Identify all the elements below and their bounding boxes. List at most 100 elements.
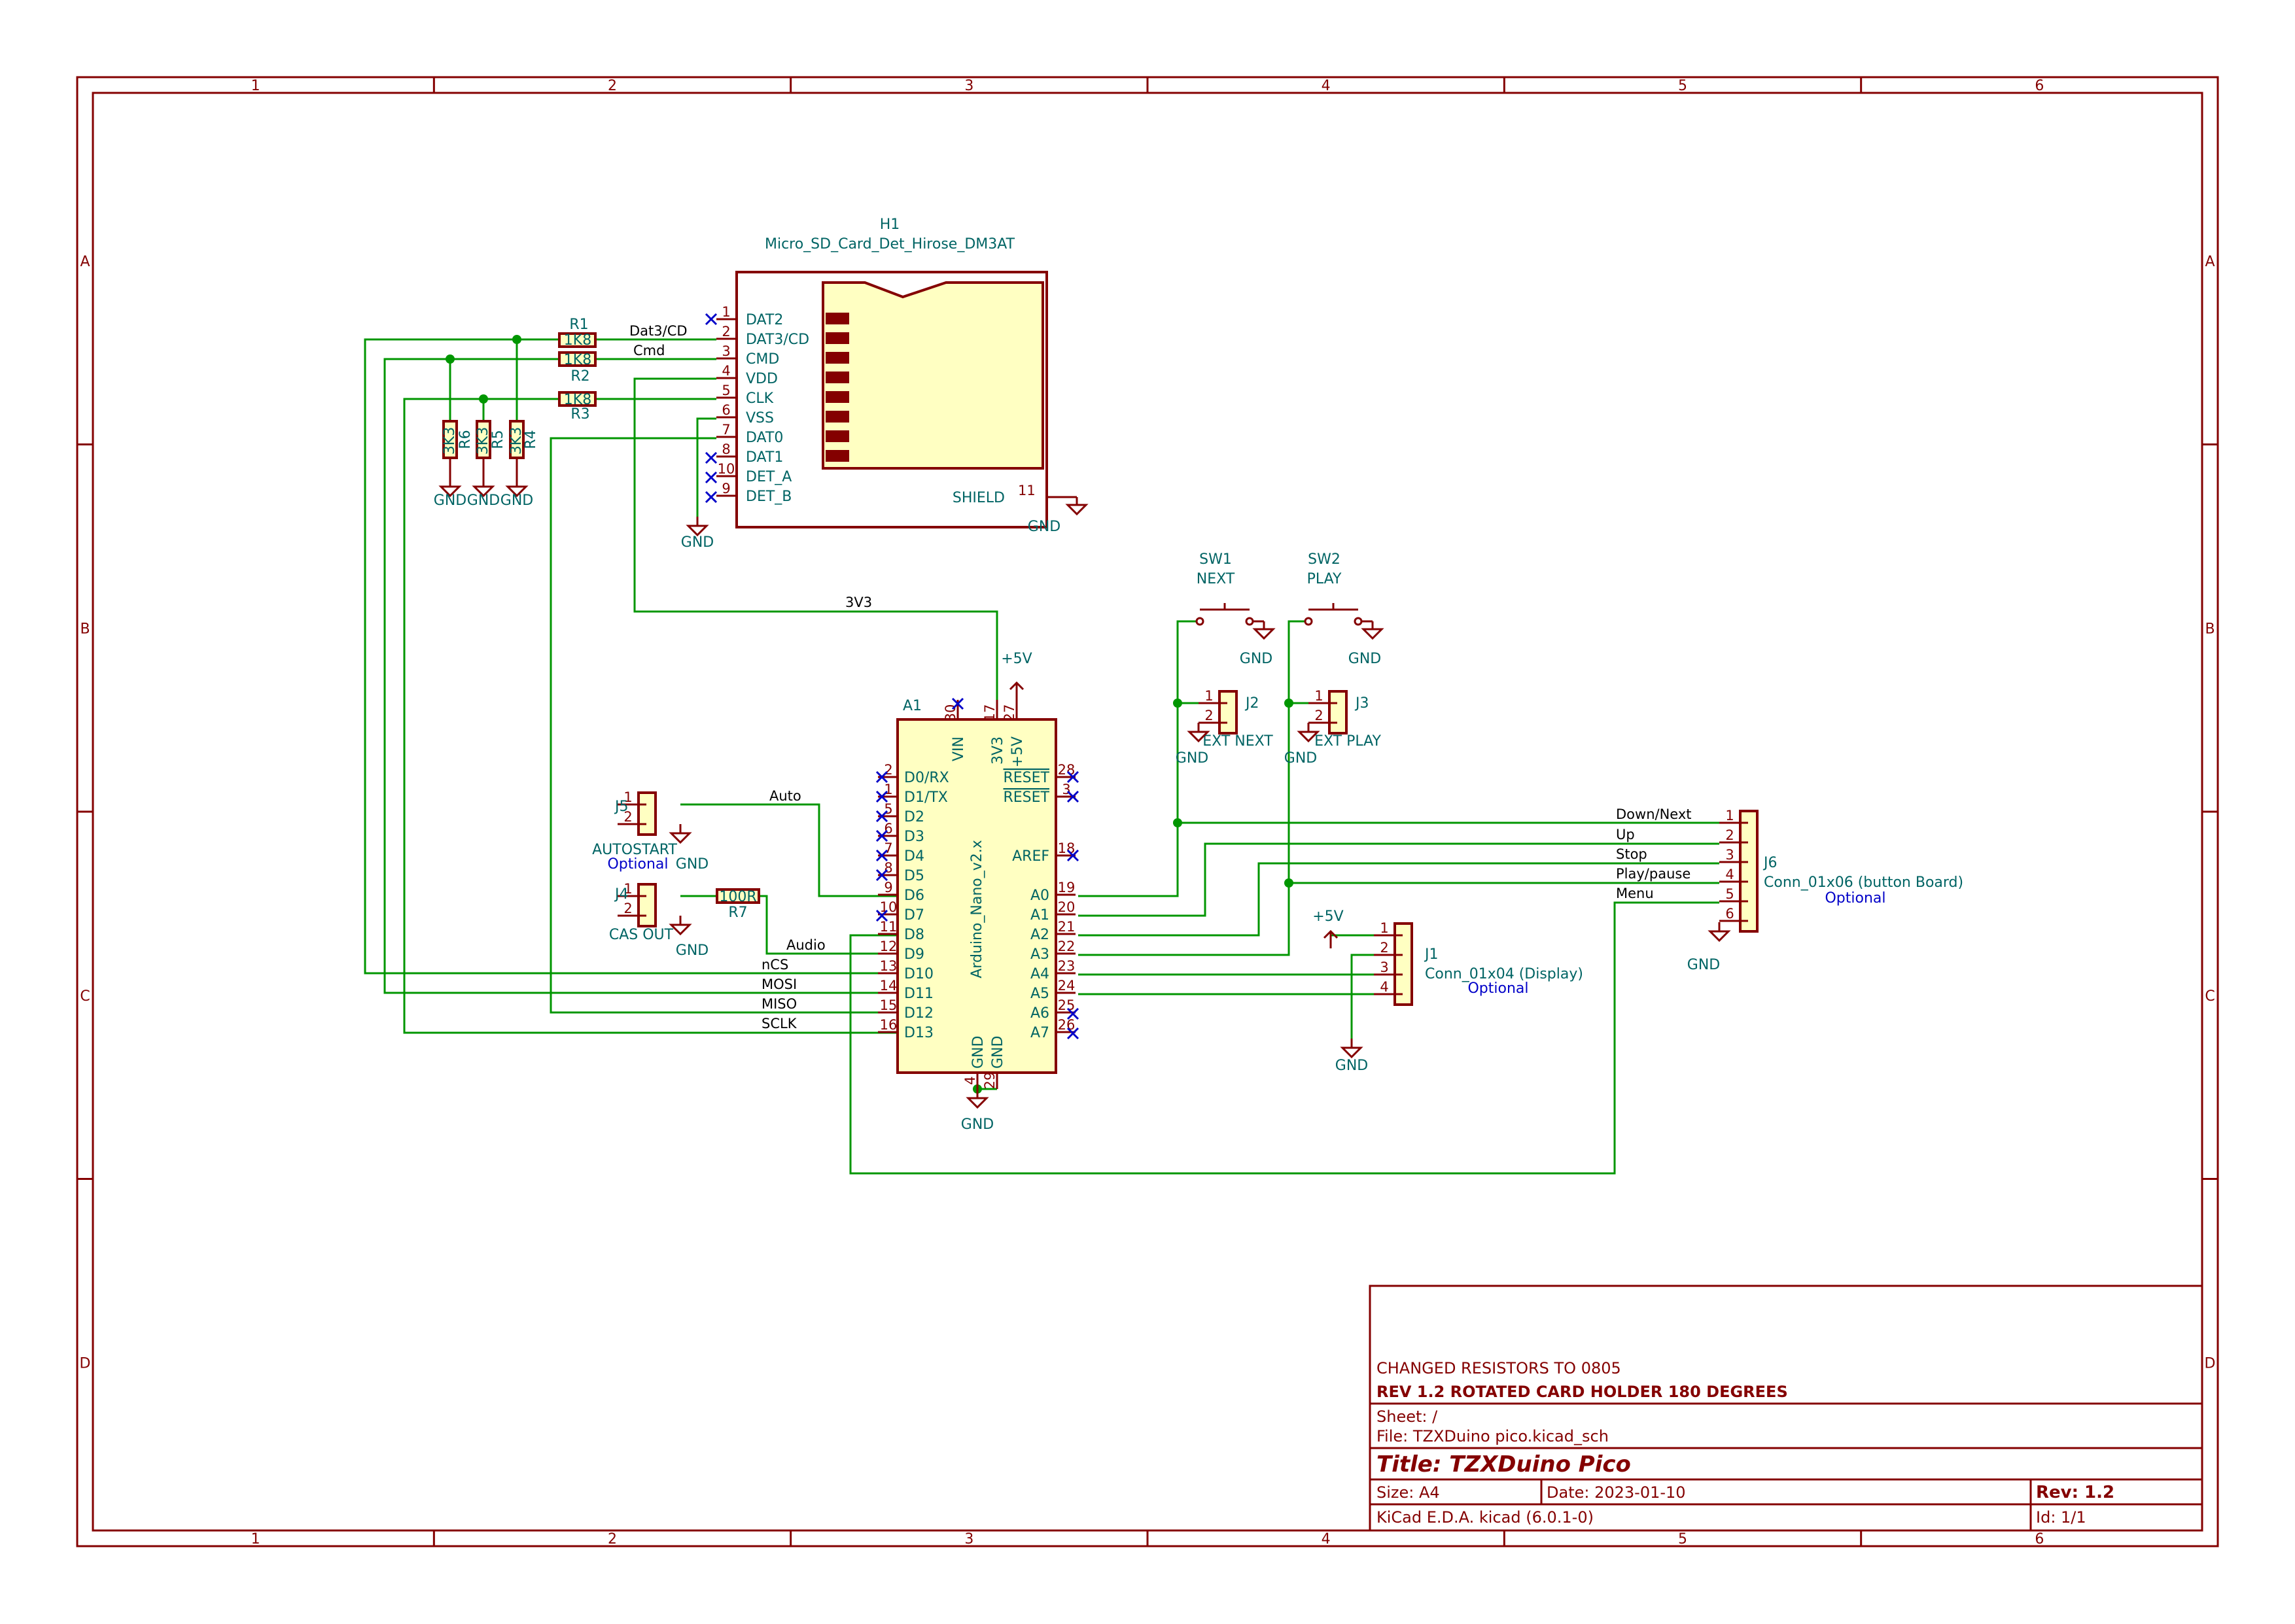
h1-pin-num: 1 bbox=[722, 304, 730, 320]
ground-icon bbox=[505, 485, 529, 498]
connector-body bbox=[637, 883, 657, 927]
frame-col-label-top: 6 bbox=[2035, 78, 2044, 94]
net-audio: Audio bbox=[786, 937, 826, 953]
frame-row-label-left: B bbox=[80, 621, 90, 637]
a1-pin-num: 27 bbox=[1002, 704, 1017, 722]
resistor-r5: 3K3 R5 bbox=[475, 420, 506, 459]
connector-body bbox=[1218, 690, 1238, 734]
connector-optional-note: Optional bbox=[1467, 980, 1528, 997]
no-connect-icon bbox=[875, 790, 888, 803]
a1-pin-name: D0/RX bbox=[904, 770, 949, 786]
frame-col-label-top: 1 bbox=[251, 78, 260, 94]
ground-icon bbox=[966, 1097, 989, 1109]
a1-pin-num: 2 bbox=[884, 762, 892, 778]
gnd-symbol: GND bbox=[1687, 922, 1731, 973]
a1-pin-num: 9 bbox=[884, 880, 892, 895]
connector-value: EXT PLAY bbox=[1314, 733, 1381, 750]
plus5v-symbol: +5V bbox=[1312, 908, 1344, 948]
h1-pin-num: 5 bbox=[722, 383, 730, 398]
wires bbox=[364, 338, 1719, 1175]
junctions bbox=[446, 335, 1293, 1094]
ground-icon bbox=[438, 485, 462, 498]
a1-pin-num: 19 bbox=[1058, 880, 1076, 895]
h1-pin-num: 2 bbox=[722, 324, 730, 339]
connector-value: AUTOSTART bbox=[592, 842, 677, 858]
h1-value: Micro_SD_Card_Det_Hirose_DM3AT bbox=[765, 236, 1015, 252]
svg-text:R1: R1 bbox=[569, 317, 588, 333]
a1-pin-num: 8 bbox=[884, 860, 892, 876]
no-connect-icon bbox=[1066, 849, 1079, 862]
tb-size: Size: A4 bbox=[1376, 1483, 1440, 1502]
ground-icon bbox=[1252, 628, 1276, 640]
ground-icon bbox=[1340, 1046, 1363, 1059]
gnd-label: GND bbox=[676, 942, 709, 959]
svg-text:SW1: SW1 bbox=[1199, 551, 1232, 568]
no-connect-icon bbox=[705, 451, 718, 464]
a1-pin-num: 16 bbox=[880, 1017, 898, 1033]
wire-3v3 bbox=[633, 377, 998, 700]
a1-pin-name: A5 bbox=[1030, 986, 1049, 1002]
a1-pin-num: 7 bbox=[884, 840, 892, 856]
a1-pin-num: 23 bbox=[1058, 958, 1076, 974]
a1-pin-name: D9 bbox=[904, 946, 924, 963]
tb-sheet: Sheet: / bbox=[1376, 1408, 1438, 1426]
net-ncs: nCS bbox=[762, 957, 788, 973]
gnd-label: GND bbox=[467, 492, 500, 509]
gnd-symbol: GND bbox=[434, 477, 466, 509]
frame-col-label-bottom: 5 bbox=[1678, 1531, 1687, 1547]
gnd-label: GND bbox=[1335, 1058, 1368, 1074]
tb-id: Id: 1/1 bbox=[2036, 1508, 2086, 1527]
connector-ref: J1 bbox=[1424, 946, 1439, 963]
net-stop: Stop bbox=[1616, 846, 1647, 862]
a1-pin-name: AREF bbox=[1012, 848, 1049, 865]
gnd-label: GND bbox=[1348, 651, 1381, 667]
a1-pin-num: 14 bbox=[880, 978, 898, 993]
resistors: R1 1K8 R2 1K8 R3 1K8 3K3 R6 3K3 R5 3K3 R… bbox=[442, 317, 760, 921]
connector-pin-num: 2 bbox=[623, 809, 632, 825]
a1-pin-num: 24 bbox=[1058, 978, 1076, 993]
a1-pin-name: +5V bbox=[1009, 736, 1026, 767]
frame-col-label-top: 5 bbox=[1678, 78, 1687, 94]
frame-col-label-top: 2 bbox=[608, 78, 617, 94]
svg-text:R6: R6 bbox=[457, 430, 474, 449]
wire-vss bbox=[696, 417, 716, 517]
connector-body bbox=[637, 791, 657, 836]
sd-pad bbox=[826, 450, 849, 462]
connector-body bbox=[1328, 690, 1348, 734]
a1-pin-num: 17 bbox=[982, 704, 998, 722]
tb-file: File: TZXDuino pico.kicad_sch bbox=[1376, 1427, 1609, 1445]
connector-value: CAS OUT bbox=[609, 927, 674, 943]
net-cmd: Cmd bbox=[633, 343, 665, 358]
net-dat3cd: Dat3/CD bbox=[629, 323, 688, 339]
resistor-r6: 3K3 R6 bbox=[442, 420, 474, 459]
gnd-symbol: GND bbox=[1335, 1039, 1368, 1074]
gnd-symbol: GND bbox=[669, 916, 709, 959]
no-connect-icon bbox=[705, 471, 718, 484]
connector-optional-note: Optional bbox=[607, 856, 668, 872]
ground-icon bbox=[1187, 731, 1210, 743]
net-sclk: SCLK bbox=[762, 1016, 797, 1031]
tb-title: Title: TZXDuino Pico bbox=[1376, 1451, 1631, 1477]
gnd-label: GND bbox=[1028, 519, 1060, 535]
power-arrow-icon bbox=[1323, 929, 1339, 939]
net-mosi: MOSI bbox=[762, 976, 797, 992]
tb-rev: Rev: 1.2 bbox=[2036, 1483, 2114, 1502]
connector-ref: J6 bbox=[1762, 855, 1778, 871]
gnd-label: GND bbox=[1176, 750, 1208, 767]
a1-pin-name: D10 bbox=[904, 966, 934, 982]
wire-a1 bbox=[1078, 842, 1719, 917]
connector-pin-num: 1 bbox=[1725, 808, 1734, 823]
gnd-symbol: GND bbox=[1176, 723, 1210, 767]
gnd-label: GND bbox=[676, 856, 709, 872]
frame-row-label-right: C bbox=[2205, 988, 2215, 1005]
a1-pin-name: RESET bbox=[1004, 789, 1050, 806]
ground-icon bbox=[1065, 504, 1089, 516]
h1-pin-num: 4 bbox=[722, 363, 730, 379]
tb-comment2: REV 1.2 ROTATED CARD HOLDER 180 DEGREES bbox=[1376, 1383, 1788, 1401]
connector-pin-num: 2 bbox=[1204, 708, 1213, 723]
resistor-r3: R3 1K8 bbox=[558, 391, 597, 423]
gnd-label: GND bbox=[961, 1116, 994, 1133]
